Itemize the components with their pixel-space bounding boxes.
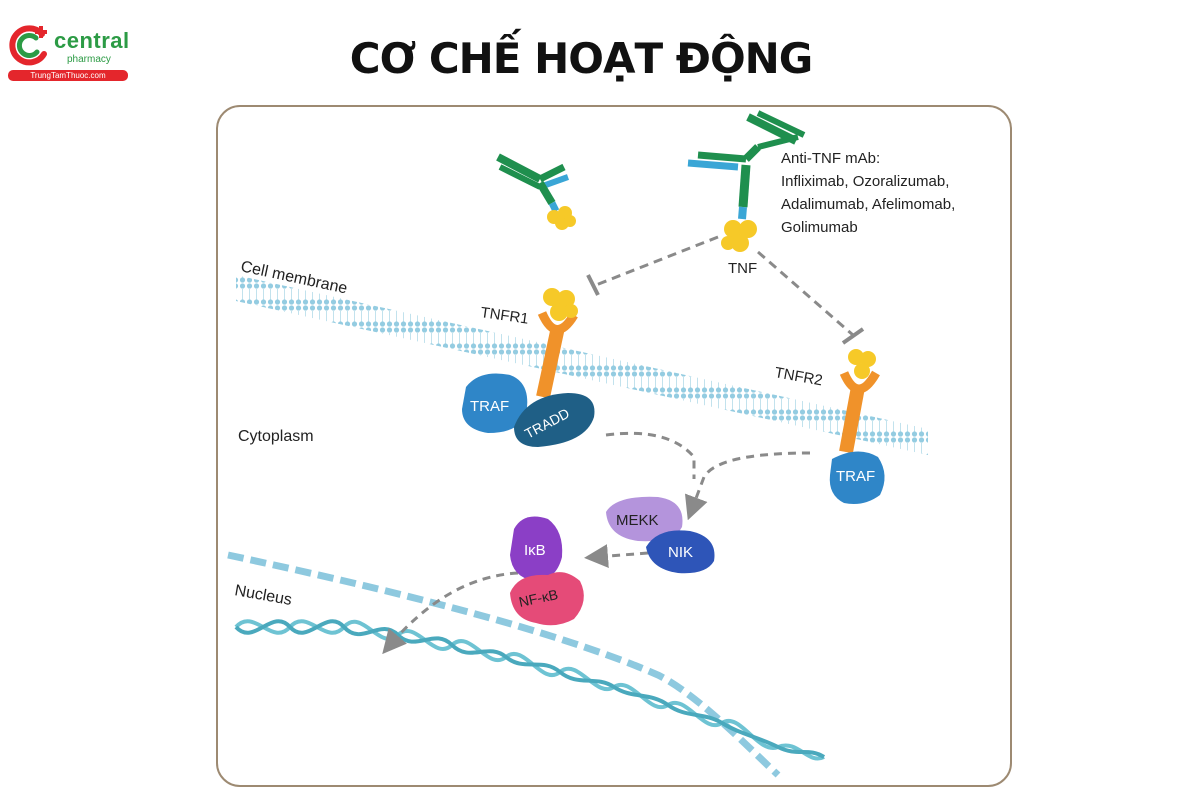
- traf-tnfr1: [462, 373, 528, 433]
- nik-label: NIK: [668, 544, 693, 561]
- central-pharmacy-logo[interactable]: central pharmacy TrungTamThuoc.com: [6, 20, 131, 82]
- cell-membrane: [236, 275, 928, 455]
- drug-label-line: Golimumab: [781, 219, 858, 236]
- mechanism-diagram: Cell membrane Nucleus: [216, 105, 1012, 787]
- nuclear-membrane: [227, 551, 781, 778]
- tradd: [514, 393, 595, 447]
- anti-tnf-antibody: [687, 110, 806, 220]
- tnfr1-receptor: [536, 288, 578, 399]
- ikb: [510, 516, 563, 581]
- logo-wordmark: central: [54, 28, 130, 53]
- nucleus-label: Nucleus: [233, 582, 293, 609]
- drug-label-line: Anti-TNF mAb:: [781, 150, 880, 167]
- cytoplasm-label: Cytoplasm: [238, 428, 314, 445]
- dna-helix: [234, 619, 826, 761]
- logo-website: TrungTamThuoc.com: [8, 70, 128, 81]
- traf-tnfr2: [829, 451, 885, 504]
- logo-mark-icon: [9, 25, 47, 66]
- tnfr2-label: TNFR2: [773, 364, 824, 389]
- drug-label-line: Infliximab, Ozoralizumab,: [781, 173, 949, 190]
- ikb-label: IκB: [524, 542, 546, 559]
- nf-kb: [510, 572, 584, 626]
- nik: [646, 530, 715, 574]
- traf-label-tnfr1: TRAF: [470, 398, 509, 415]
- tnf-label: TNF: [728, 260, 757, 277]
- tnfr1-label: TNFR1: [479, 304, 529, 328]
- traf-label-tnfr2: TRAF: [836, 468, 875, 485]
- tnfr2-receptor: [839, 349, 880, 454]
- logo-tagline: pharmacy: [67, 54, 111, 65]
- signaling-arrows: [382, 431, 811, 655]
- anti-tnf-drug-label: Anti-TNF mAb: Infliximab, Ozoralizumab, …: [781, 150, 955, 236]
- mekk-label: MEKK: [616, 512, 659, 529]
- inhibition-arrows: [586, 235, 865, 345]
- drug-label-line: Adalimumab, Afelimomab,: [781, 196, 955, 213]
- mekk: [606, 496, 683, 542]
- antibody-tnf-complex: [496, 153, 576, 230]
- tnf-trimer: [721, 220, 757, 252]
- page-title: CƠ CHẾ HOẠT ĐỘNG: [349, 34, 814, 83]
- diagram-canvas: Cell membrane Nucleus: [227, 110, 955, 778]
